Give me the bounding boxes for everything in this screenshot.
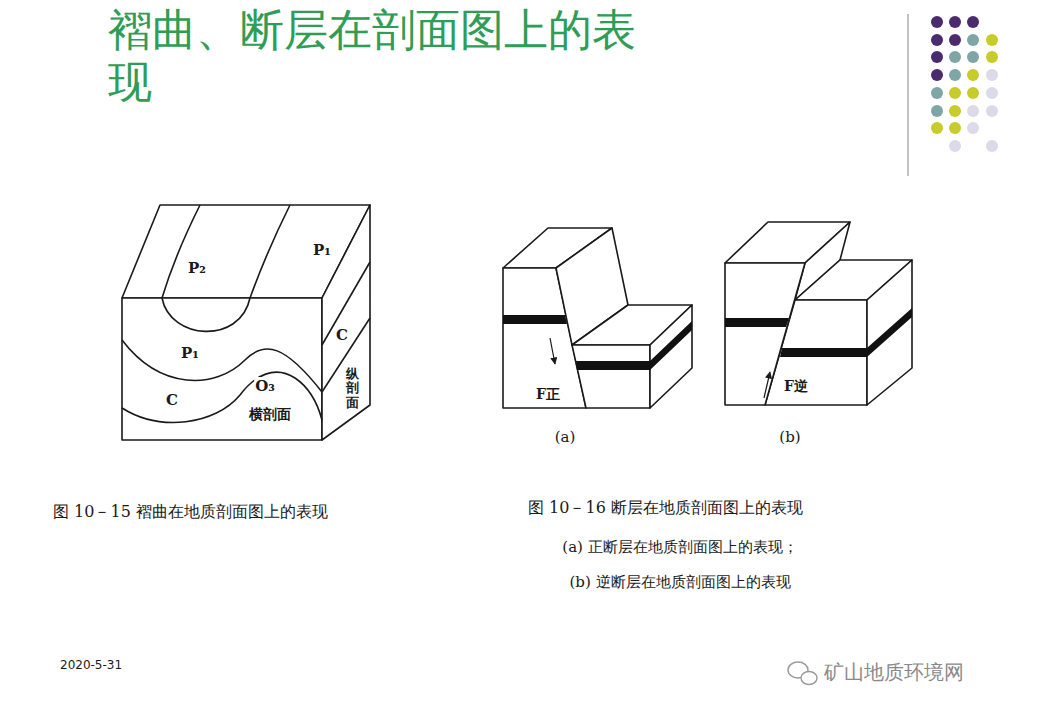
slide-title: 褶曲、断层在剖面图上的表现: [108, 4, 668, 108]
figure-caption: 图 10－16 断层在地质剖面图上的表现: [528, 498, 803, 517]
figure-caption: (a) 正断层在地质剖面图上的表现；: [562, 538, 797, 556]
layer-label: P₁: [312, 241, 332, 259]
fault-label: F逆: [783, 378, 809, 395]
fold-block: [122, 205, 370, 440]
layer-label: C: [165, 391, 179, 409]
section-label: 纵剖面: [345, 367, 360, 410]
section-label: 横剖面: [248, 406, 292, 423]
decor-dots: [931, 16, 998, 152]
layer-label: C: [335, 326, 349, 344]
reverse-fault-block: [725, 222, 912, 405]
layer-label: O₃: [254, 377, 276, 395]
fault-label: F正: [535, 386, 561, 403]
watermark: 矿山地质环境网: [824, 660, 964, 684]
divider-line: [907, 14, 908, 176]
figure-caption: (b) 逆断层在地质剖面图上的表现: [569, 573, 790, 591]
normal-fault-block: [503, 228, 692, 408]
figure-part-label: (a): [555, 428, 576, 446]
wechat-icon: [788, 662, 817, 685]
layer-label: P₁: [180, 344, 200, 362]
figure-caption: 图 10－15 褶曲在地质剖面图上的表现: [53, 502, 328, 521]
layer-label: P₂: [187, 259, 207, 277]
date-stamp: 2020-5-31: [60, 658, 122, 672]
figure-part-label: (b): [779, 428, 800, 446]
